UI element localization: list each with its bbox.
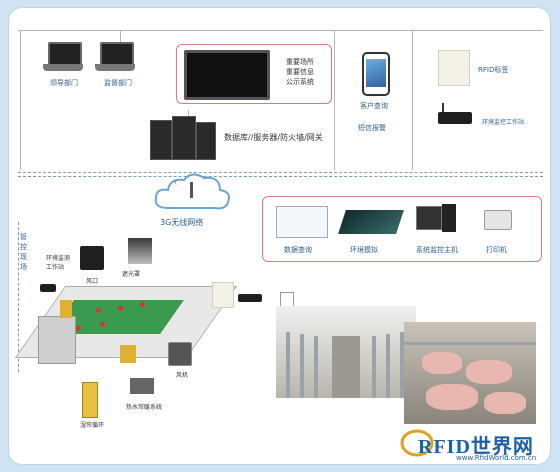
water-curtain-label: 热水帘暖系统 [126,404,163,411]
sensor-dot [100,322,105,327]
monitor-host-label: 系统监控主机 [416,246,458,254]
sensor-dot [140,302,145,307]
info-display-line-1: 重要场所 [286,58,314,66]
watermark-brand: RFID世界网 [418,436,534,458]
sensor-dot [118,306,123,311]
pen-rail [404,342,536,345]
fan-label: 风机 [176,372,189,379]
customer-query-label: 客户查询 [360,102,388,110]
barn-photo [276,306,416,398]
farm-site-char: 现 [20,253,27,261]
laptop-icon [100,42,134,66]
sensor-dot [76,326,81,331]
server-unit [150,120,172,160]
reader-box-icon [238,294,262,302]
laptop-icon [48,42,82,66]
env-monitor-station-label: 环境监控工作站 [482,119,525,126]
pigs-photo [404,322,536,424]
barn-aisle [332,336,360,398]
pig [426,384,478,410]
data-query-label: 数据查询 [284,246,312,254]
stall-bar [400,332,404,398]
rfid-tag-label: RFID标签 [478,66,509,74]
middle-vertical-line [334,30,335,170]
db-server-label: 数据库//服务器/防火墙/网关 [224,133,323,142]
printer-label: 打印机 [486,246,507,254]
pig [466,360,512,384]
fan-icon [168,342,192,366]
fan-wind-label: 风口 [86,278,99,285]
watermark-url: www.RfidWorld.com.cn [456,454,537,462]
sms-alarm-label: 短信报警 [358,124,386,132]
rfid-tag-icon [438,50,470,86]
pig [422,352,462,374]
wet-curtain-label: 湿帘循环 [80,422,105,429]
network-3g-label: 3G无线网络 [160,218,204,227]
phone-screen [366,59,386,87]
laptop-keyboard [43,64,83,71]
laptop-keyboard [95,64,135,71]
laptop-drop-line [120,30,121,44]
stall-bar [286,332,290,398]
wet-curtain-icon [82,382,98,418]
farm-site-char: 场 [20,263,27,271]
info-display-label: 重要场所 重要信息 公示系统 [286,57,314,87]
server-unit [196,122,216,160]
small-device-icon [40,284,56,292]
info-display-line-3: 公示系统 [286,78,314,86]
farm-dashed-line [18,222,19,372]
env-station-line-2: 工作站 [46,264,65,271]
light-screen-label: 遮光罩 [122,271,141,278]
farm-site-char: 控 [20,243,27,251]
server-drop-line [188,110,189,120]
barn-end-wall [38,316,76,364]
env-station-line-1: 环境监测 [46,255,71,262]
env-simulation-label: 环境模拟 [350,246,378,254]
monitor-host-screen-icon [416,206,442,230]
server-unit [172,116,196,160]
stall-bar [372,336,376,398]
farm-site-char: 管 [20,233,27,241]
reader-tag-icon [212,282,234,308]
env-station-device-icon [80,246,104,270]
printer-icon [484,210,512,230]
env-station-farm-label: 环境监测 工作站 [46,254,70,272]
supervise-dept-label: 监督部门 [104,79,132,87]
left-vertical-line [20,30,21,170]
info-display-box [176,44,332,104]
top-connector-line [18,30,543,31]
light-screen-icon [128,238,152,264]
pig [484,392,526,414]
env-simulation-icon [338,210,404,234]
display-screen-icon [184,50,270,100]
dashed-separator-2 [18,176,543,177]
right-vertical-line [412,30,413,170]
stall-bar [300,334,304,398]
barn-wall-panel [60,300,72,318]
stall-bar [386,334,390,398]
barn-wall-panel [120,345,136,363]
data-query-screen-icon [276,206,328,238]
sensor-dot [96,308,101,313]
water-curtain-icon [130,378,154,394]
info-display-line-2: 重要信息 [286,68,314,76]
stall-bar [314,336,318,398]
antenna-icon [442,103,444,112]
monitor-box-icon [438,112,472,124]
dashed-separator-1 [18,172,543,173]
smartphone-icon [362,52,390,96]
monitoring-box [262,196,542,262]
farm-site-label: 管 控 现 场 [20,232,30,272]
cloud-icon [154,173,230,210]
leader-dept-label: 领导部门 [50,79,78,87]
host-tower-icon [442,204,456,232]
cloud-sign-label: ( [175,180,177,186]
watermark-ring-icon [400,429,434,457]
